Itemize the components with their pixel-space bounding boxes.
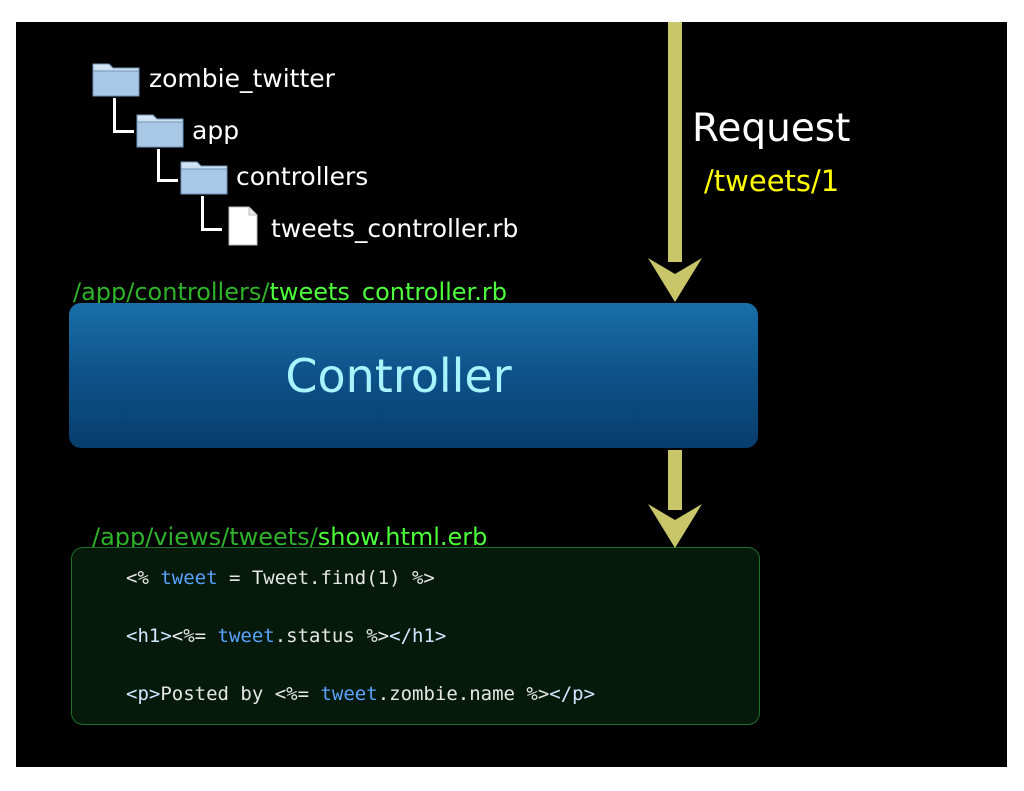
tree-file-label: tweets_controller.rb xyxy=(271,214,519,243)
view-path-file: show.html.erb xyxy=(317,523,488,551)
tree-connector xyxy=(157,149,178,182)
code-box: <% tweet = Tweet.find(1) %> <h1><%= twee… xyxy=(71,547,760,725)
code-line-3: <p>Posted by <%= tweet.zombie.name %></p… xyxy=(126,683,596,705)
view-path-dir: /app/views/tweets/ xyxy=(92,523,318,551)
folder-icon xyxy=(92,63,140,97)
code-var: tweet xyxy=(160,567,218,589)
code-line-1: <% tweet = Tweet.find(1) %> xyxy=(126,567,435,589)
tree-root-label: zombie_twitter xyxy=(149,64,335,93)
slide: zombie_twitter app controllers tweets_co… xyxy=(16,22,1007,767)
folder-icon xyxy=(180,161,228,195)
folder-icon xyxy=(136,114,184,148)
controller-title: Controller xyxy=(285,348,512,403)
file-icon xyxy=(228,206,258,246)
controller-path-file: tweets_controller.rb xyxy=(269,278,507,306)
tree-connector xyxy=(113,98,134,133)
arrow-down-icon xyxy=(648,450,702,548)
controller-box: Controller xyxy=(69,303,758,448)
code-line-2: <h1><%= tweet.status %></h1> xyxy=(126,625,447,647)
tree-connector xyxy=(201,196,222,231)
code-var: tweet xyxy=(320,683,378,705)
code-var: tweet xyxy=(217,625,275,647)
tree-app-label: app xyxy=(192,116,240,145)
tree-controllers-label: controllers xyxy=(236,162,369,191)
request-path: /tweets/1 xyxy=(704,164,840,198)
request-title: Request xyxy=(692,106,851,151)
controller-path-dir: /app/controllers/ xyxy=(73,278,270,306)
view-path: /app/views/tweets/show.html.erb xyxy=(92,523,487,551)
arrow-down-icon xyxy=(648,22,702,302)
controller-path: /app/controllers/tweets_controller.rb xyxy=(73,278,507,306)
